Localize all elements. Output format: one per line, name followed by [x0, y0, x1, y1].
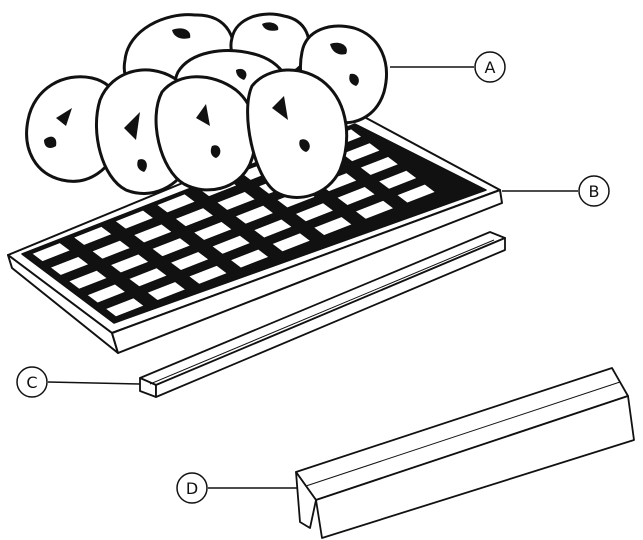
tray-cavity: [252, 218, 293, 239]
tray-cavity: [132, 223, 173, 244]
tray-cavity: [359, 155, 400, 177]
tray-cavity: [151, 237, 192, 258]
tray-cavity: [31, 242, 72, 263]
tray-cavity: [155, 193, 197, 214]
tray-cavity: [377, 169, 418, 190]
tray-cavity: [169, 250, 210, 272]
ice-cube: [154, 75, 258, 192]
svg-text:B: B: [589, 182, 600, 201]
tray-cavity: [216, 190, 257, 211]
ice-cubes: [25, 12, 388, 199]
tray-cavity: [294, 202, 335, 223]
tray-cavity: [396, 183, 437, 204]
callout-c: C: [16, 366, 48, 398]
tray-rear-strip: [295, 367, 635, 539]
tray-cavity: [72, 225, 113, 246]
ice-tray: [7, 111, 503, 354]
tray-cavity: [340, 142, 381, 163]
tray-cavity: [86, 283, 127, 304]
tray-cavity: [211, 234, 252, 255]
tray-front-strip: [139, 231, 506, 398]
tray-cavity: [312, 216, 353, 237]
tray-cavity: [336, 185, 377, 207]
callout-d: D: [176, 472, 208, 504]
tray-cavity: [114, 209, 155, 230]
tray-cavity: [234, 204, 275, 225]
tray-cavity: [354, 199, 395, 220]
tray-cavity: [229, 248, 270, 269]
tray-cavity: [67, 269, 108, 290]
tray-cavity: [109, 253, 150, 274]
tray-cavity: [49, 255, 90, 276]
svg-text:D: D: [186, 479, 198, 498]
svg-text:A: A: [485, 58, 496, 77]
callout-leaders: [47, 66, 578, 489]
tray-cavity: [104, 297, 145, 318]
svg-text:C: C: [26, 373, 37, 392]
tray-cavity: [271, 232, 312, 253]
tray-cavity: [146, 281, 187, 302]
tray-cavity: [91, 239, 132, 260]
callout-b: B: [578, 175, 610, 207]
callout-a: A: [474, 51, 506, 83]
ice-cube: [246, 68, 349, 199]
tray-cavity: [127, 267, 168, 288]
tray-cavity: [187, 264, 229, 285]
tray-cavity: [192, 220, 233, 242]
tray-cavity: [174, 207, 215, 228]
